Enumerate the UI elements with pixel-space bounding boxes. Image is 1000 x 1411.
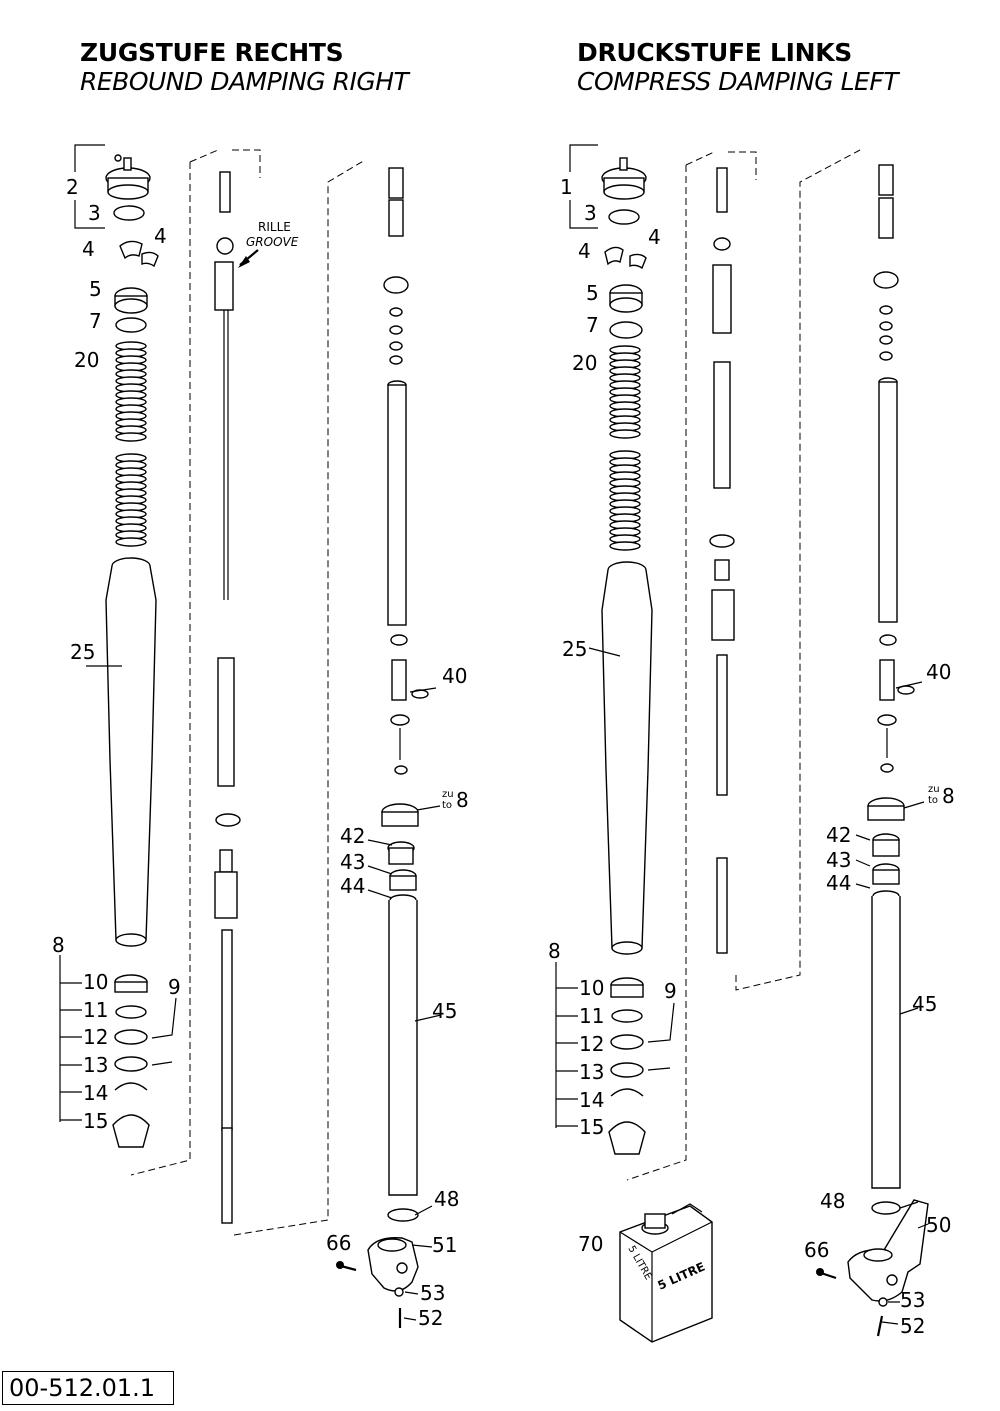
fork-cap-part (105, 154, 151, 200)
axle-clamp-part (847, 1199, 929, 1302)
callout-12: 12 (579, 1032, 604, 1056)
callout-7: 7 (89, 309, 102, 333)
zu-target-8: 8 (942, 784, 955, 808)
callout-40: 40 (442, 664, 467, 688)
callout-66: 66 (804, 1238, 829, 1262)
callout-52: 52 (418, 1306, 443, 1330)
callout-20: 20 (74, 348, 99, 372)
callout-8: 8 (52, 933, 65, 957)
callout-3: 3 (584, 201, 597, 225)
callout-52: 52 (900, 1314, 925, 1338)
fork-spring-part (115, 341, 147, 547)
axle-clamp-part (367, 1237, 419, 1292)
callout-9: 9 (664, 979, 677, 1003)
cartridge-part (383, 167, 410, 775)
callout-50: 50 (926, 1213, 951, 1237)
callout-44: 44 (340, 874, 365, 898)
callout-4a: 4 (578, 239, 591, 263)
fork-spring-part (609, 345, 641, 551)
callout-45: 45 (912, 992, 937, 1016)
callout-43: 43 (826, 848, 851, 872)
callout-4b: 4 (648, 225, 661, 249)
callout-48: 48 (434, 1187, 459, 1211)
zu-label: zu (928, 784, 940, 795)
title-left: ZUGSTUFE RECHTS (80, 38, 344, 67)
subtitle-right: COMPRESS DAMPING LEFT (577, 67, 899, 96)
callout-1: 1 (560, 175, 573, 199)
subtitle-left: REBOUND DAMPING RIGHT (80, 67, 409, 96)
callout-5: 5 (586, 281, 599, 305)
callout-48: 48 (820, 1189, 845, 1213)
callout-13: 13 (83, 1053, 108, 1077)
callout-8: 8 (548, 939, 561, 963)
callout-25: 25 (562, 637, 587, 661)
damper-rod-part (709, 167, 735, 954)
washer-part (609, 321, 643, 339)
callout-25: 25 (70, 640, 95, 664)
callout-10: 10 (83, 970, 108, 994)
washer-part (115, 317, 147, 333)
callout-40: 40 (926, 660, 951, 684)
spacer-part (114, 287, 148, 314)
to-label: to (928, 795, 938, 806)
seal-stack-part (608, 977, 646, 1155)
left-callout-labels: 2 3 4 4 5 7 20 25 8 10 11 9 12 13 14 15 … (52, 175, 469, 1330)
callout-4a: 4 (82, 237, 95, 261)
oil-canister-part (619, 1203, 713, 1343)
callout-51: 51 (432, 1233, 457, 1257)
outer-tube-part (105, 557, 157, 947)
callout-20: 20 (572, 351, 597, 375)
zu-label: zu (442, 789, 454, 800)
right-callout-labels: 1 3 4 4 5 7 20 25 8 10 11 9 12 13 14 15 … (548, 175, 955, 1338)
callout-13: 13 (579, 1060, 604, 1084)
cartridge-part (873, 164, 899, 773)
callout-42: 42 (340, 824, 365, 848)
callout-42: 42 (826, 823, 851, 847)
callout-53: 53 (420, 1281, 445, 1305)
callout-11: 11 (579, 1004, 604, 1028)
callout-10: 10 (579, 976, 604, 1000)
title-right: DRUCKSTUFE LINKS (577, 38, 852, 67)
callout-11: 11 (83, 998, 108, 1022)
damper-rod-part (214, 171, 241, 1224)
outer-tube-part (601, 561, 653, 955)
inner-tube-part (381, 803, 419, 1222)
callout-5: 5 (89, 277, 102, 301)
fork-cap-part (601, 157, 647, 200)
callout-4b: 4 (154, 224, 167, 248)
callout-43: 43 (340, 850, 365, 874)
groove-label-de: RILLE (258, 220, 291, 234)
inner-tube-part (867, 797, 905, 1215)
spacer-part (609, 284, 643, 313)
callout-15: 15 (83, 1109, 108, 1133)
zu-target-8: 8 (456, 788, 469, 812)
callout-2: 2 (66, 175, 79, 199)
reference-number: 00-512.01.1 (2, 1371, 174, 1405)
right-fork-assembly: 5 LITRE 5 LITRE (555, 144, 929, 1343)
callout-15: 15 (579, 1115, 604, 1139)
callout-3: 3 (88, 201, 101, 225)
callout-53: 53 (900, 1288, 925, 1312)
callout-66: 66 (326, 1231, 351, 1255)
callout-45: 45 (432, 999, 457, 1023)
callout-70: 70 (578, 1232, 603, 1256)
o-ring-part (608, 209, 640, 225)
callout-7: 7 (586, 313, 599, 337)
o-ring-part (113, 205, 145, 221)
callout-44: 44 (826, 871, 851, 895)
left-fork-assembly (59, 144, 442, 1328)
callout-9: 9 (168, 975, 181, 999)
groove-label-en: GROOVE (246, 235, 299, 249)
seal-stack-part (112, 974, 150, 1148)
to-label: to (442, 800, 452, 811)
callout-12: 12 (83, 1025, 108, 1049)
callout-14: 14 (579, 1088, 604, 1112)
callout-14: 14 (83, 1081, 108, 1105)
